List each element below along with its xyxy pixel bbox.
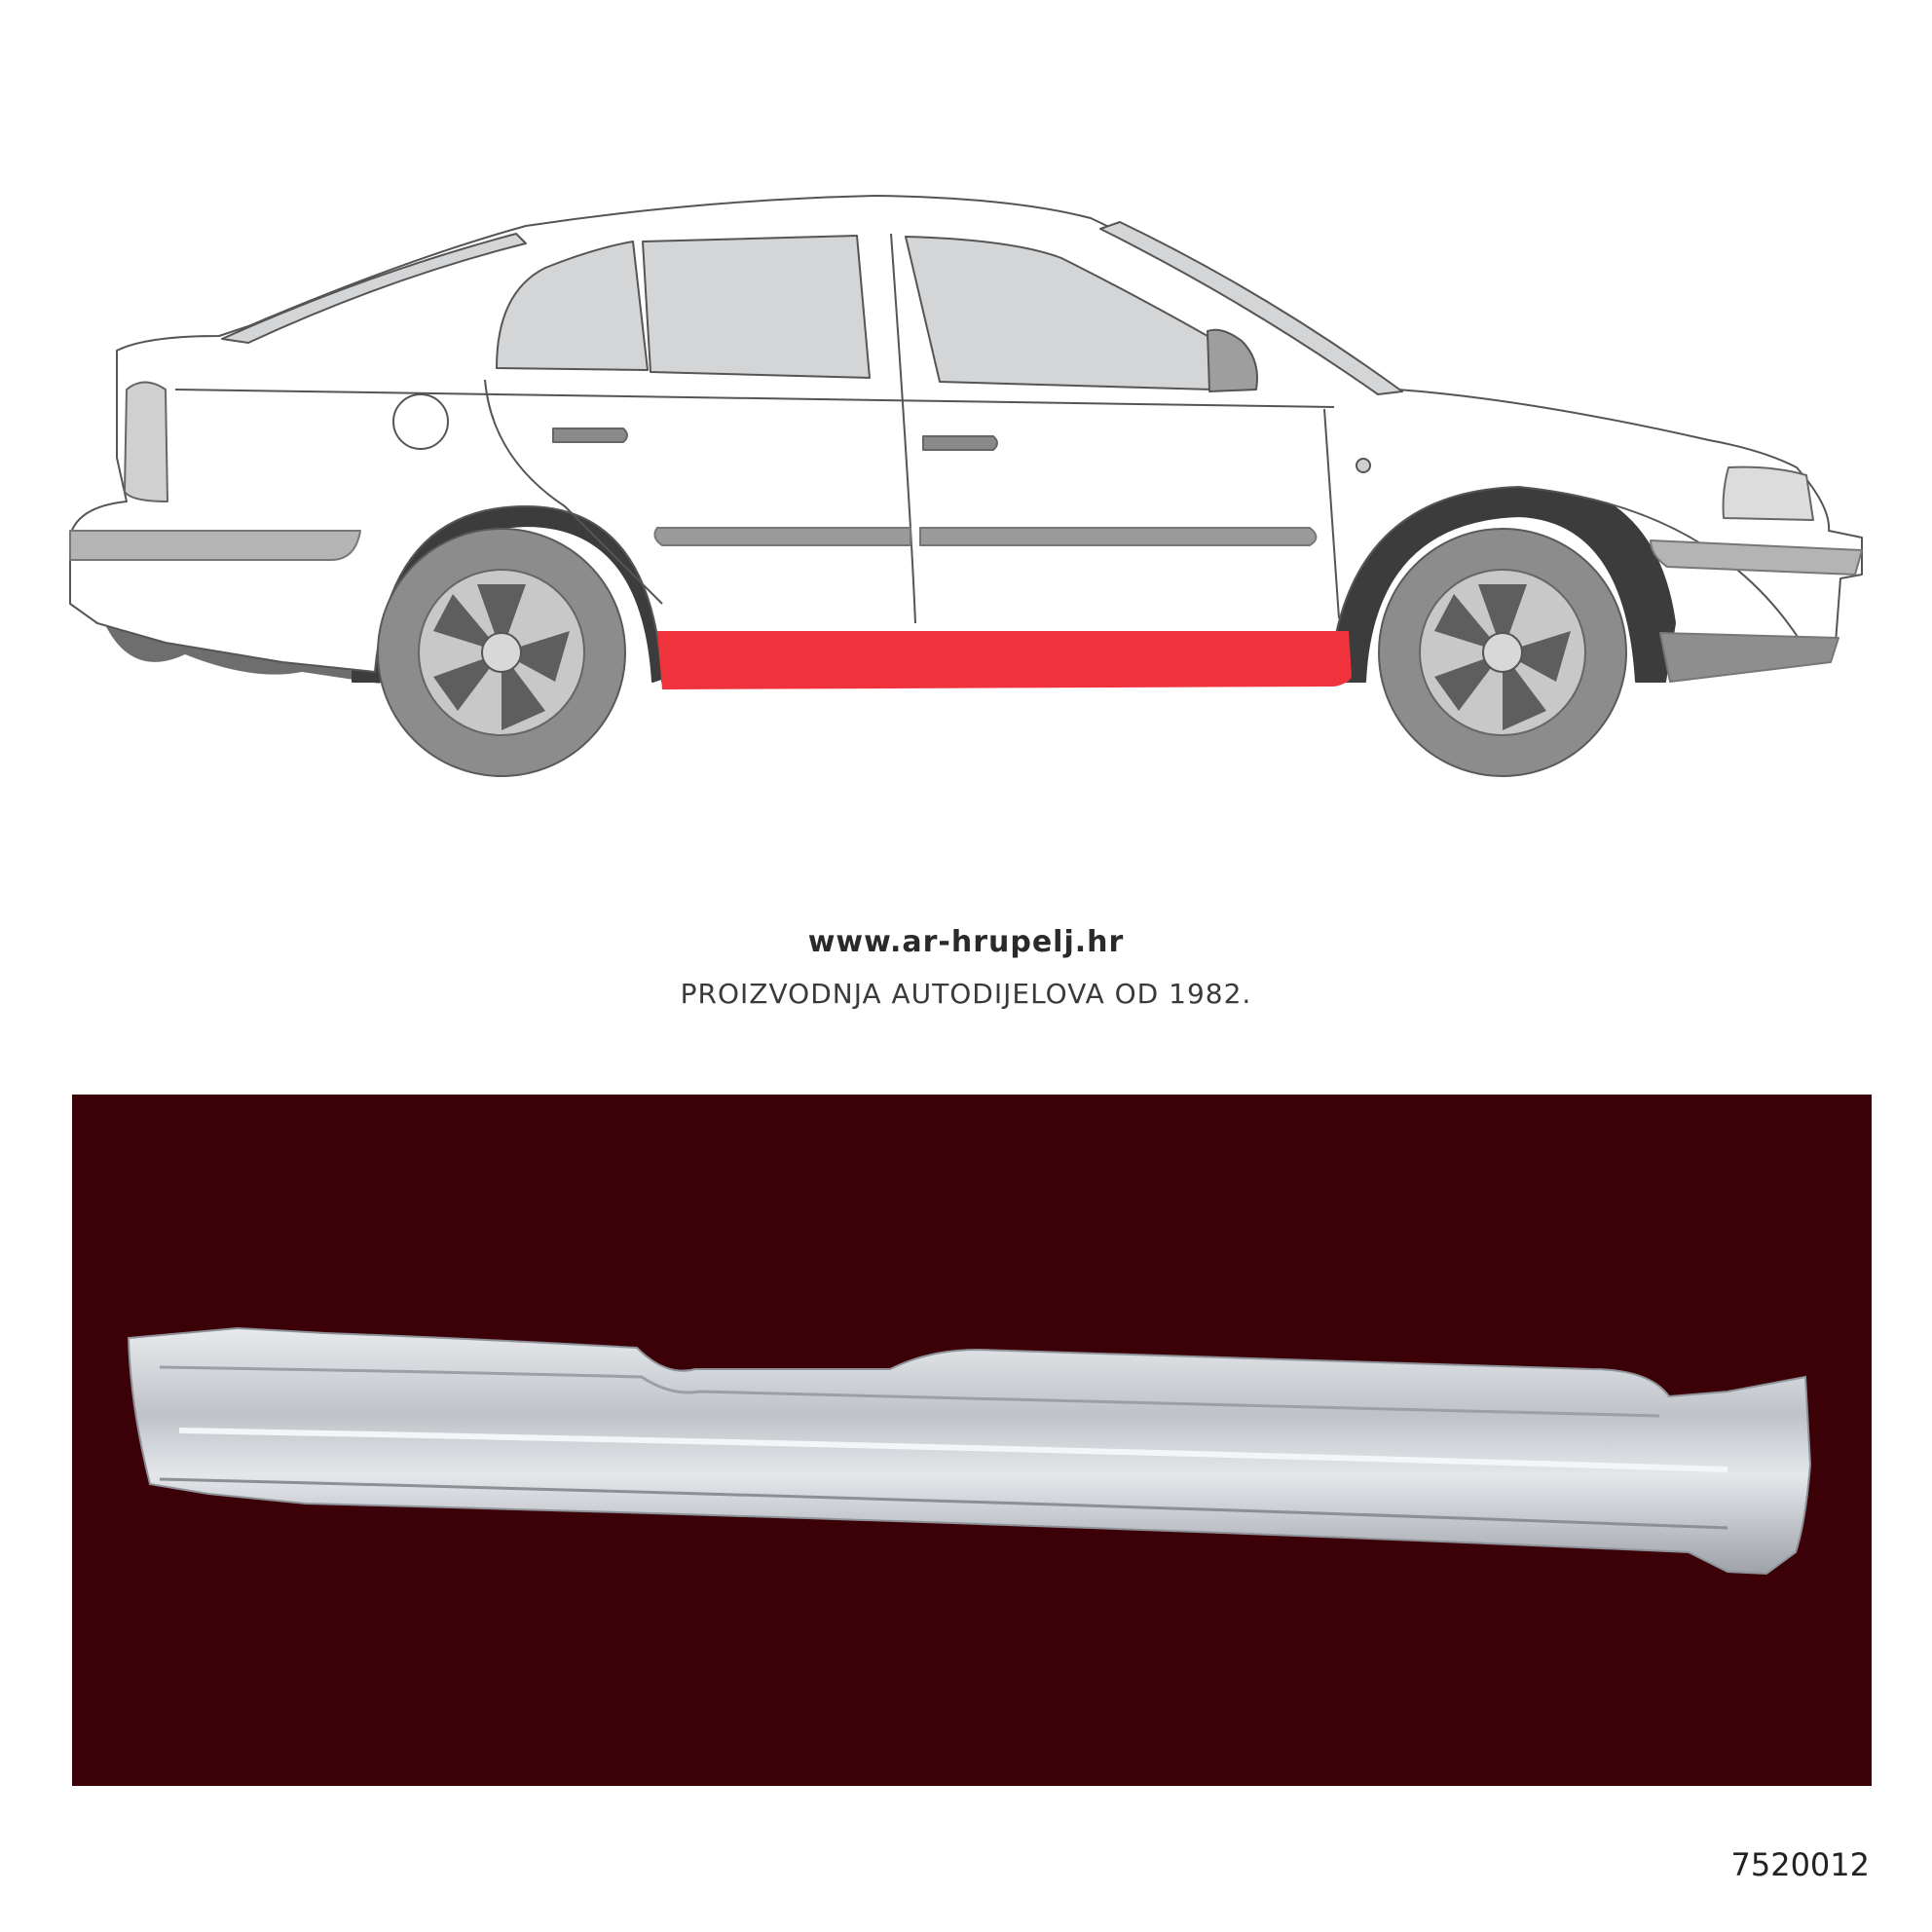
- headlamp: [1722, 465, 1814, 521]
- car-side-view-illustration: [69, 195, 1863, 777]
- door-seam-middle: [890, 233, 916, 624]
- body-side-line: [174, 389, 1335, 408]
- rear-wheel: [377, 528, 626, 777]
- door-seam-front: [1323, 408, 1340, 619]
- front-door-handle: [922, 435, 998, 451]
- side-mirror: [1207, 328, 1258, 392]
- part-mid-highlight: [178, 1428, 1728, 1472]
- part-number: 7520012: [1730, 1846, 1870, 1883]
- website-url[interactable]: www.ar-hrupelj.hr: [807, 925, 1125, 959]
- product-photo-panel: [72, 1095, 1872, 1786]
- part-lower-crease-line: [159, 1477, 1728, 1530]
- side-protection-strip-rear: [653, 527, 911, 546]
- rocker-panel-part-photo: [127, 1326, 1812, 1576]
- rear-quarter-window: [496, 241, 649, 371]
- front-bumper-strip: [1650, 539, 1863, 576]
- company-tagline: PROIZVODNJA AUTODIJELOVA OD 1982.: [680, 978, 1252, 1010]
- side-turn-signal: [1356, 458, 1371, 473]
- fuel-cap: [392, 393, 449, 450]
- door-seam-rear: [484, 379, 663, 605]
- rocker-panel-highlight: [657, 631, 1352, 689]
- rear-lamp: [124, 381, 168, 502]
- rear-bumper: [69, 530, 361, 561]
- rear-window-strip: [221, 233, 527, 344]
- side-protection-strip-front: [919, 527, 1318, 546]
- front-door-window: [905, 236, 1213, 390]
- rocker-panel-part: [127, 1326, 1812, 1576]
- rear-door-window: [642, 235, 871, 379]
- front-wheel: [1378, 528, 1627, 777]
- rear-door-handle: [552, 427, 628, 443]
- front-lower-apron: [1659, 632, 1839, 683]
- part-upper-flange-line: [159, 1365, 1660, 1418]
- windshield-strip: [1099, 221, 1403, 395]
